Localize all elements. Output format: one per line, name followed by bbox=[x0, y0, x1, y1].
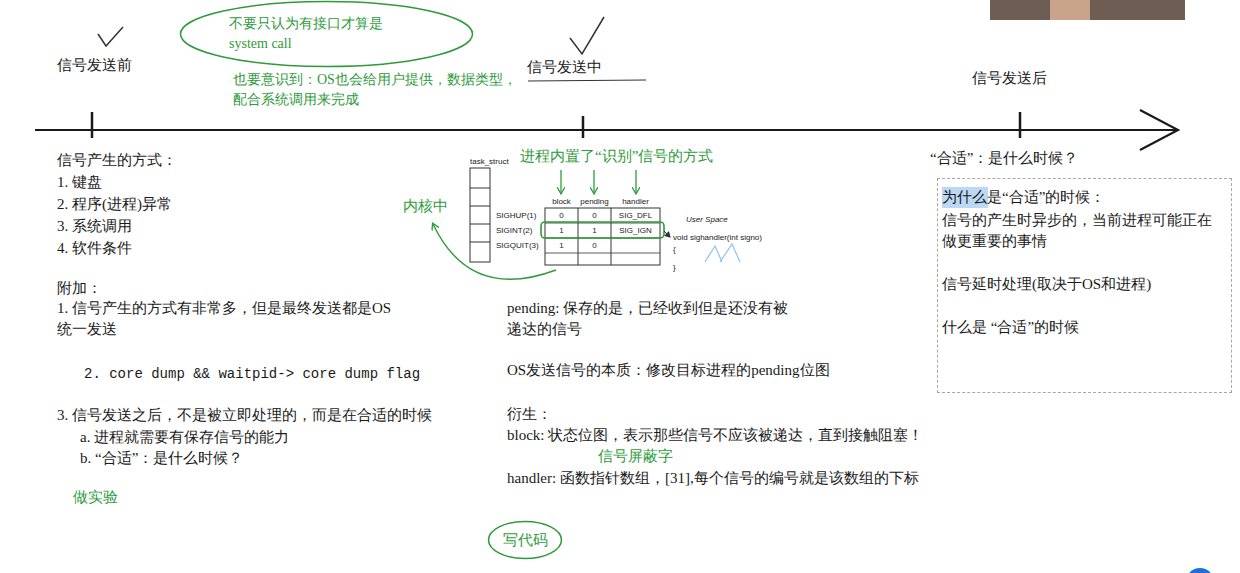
table-line bbox=[470, 224, 490, 225]
table-text: task_struct bbox=[470, 156, 509, 167]
timeline-axis bbox=[35, 129, 1176, 131]
table-line bbox=[470, 206, 490, 207]
note-text: 3. 信号发送之后，不是被立即处理的，而是在合适的时候 bbox=[57, 405, 432, 426]
node-text: 不要只认为有接口才算是 system call bbox=[229, 14, 425, 54]
phase-label: 信号发送前 bbox=[57, 55, 132, 76]
note-text: OS发送信号的本质：修改目标进程的pending位图 bbox=[507, 360, 830, 381]
corner-button bbox=[1186, 568, 1214, 573]
table-text: 1 bbox=[578, 225, 611, 236]
webcam-overlay bbox=[990, 0, 1185, 20]
note-text: b. “合适”：是什么时候？ bbox=[80, 448, 243, 469]
table-text: SIG_DFL bbox=[611, 210, 660, 221]
note-text: 3. 系统调用 bbox=[57, 216, 132, 237]
table-line bbox=[578, 208, 579, 265]
note-text: 2. core dump && waitpid-> core dump flag bbox=[84, 364, 420, 384]
ellipse-outline bbox=[179, 0, 474, 68]
webcam-face bbox=[1050, 0, 1090, 20]
table-text: pending bbox=[578, 196, 611, 207]
note-text: a. 进程就需要有保存信号的能力 bbox=[80, 427, 289, 448]
table-text: SIGQUIT(3) bbox=[496, 240, 539, 251]
note-text: 1. 信号产生的方式有非常多，但是最终发送都是OS统一发送 bbox=[57, 298, 405, 340]
ellipse-outline bbox=[489, 522, 562, 559]
table-text: block bbox=[545, 196, 578, 207]
task-struct-box bbox=[470, 168, 490, 262]
table-text: 0 bbox=[578, 210, 611, 221]
check-mark bbox=[570, 17, 604, 54]
phase-label: 信号发送中 bbox=[527, 57, 602, 78]
table-text: handler bbox=[611, 196, 660, 207]
note-text: 信号产生的方式： bbox=[57, 150, 177, 171]
table-line bbox=[545, 253, 660, 254]
note-text: “合适”：是什么时候？ bbox=[930, 148, 1078, 169]
row-highlight bbox=[541, 222, 664, 238]
phase-label: 信号发送后 bbox=[972, 68, 1047, 89]
table-text: { bbox=[673, 244, 676, 255]
text-highlight bbox=[942, 187, 988, 208]
node-text: 信号的产生时异步的，当前进程可能正在做更重要的事情 bbox=[942, 210, 1221, 252]
ellipse-note: 写代码 bbox=[487, 520, 563, 560]
pointer-arrow bbox=[560, 170, 561, 193]
timeline-tick bbox=[91, 112, 94, 138]
node-text: 什么是 “合适”的时候 bbox=[942, 317, 1221, 338]
table-text: 0 bbox=[545, 210, 578, 221]
dashed-note-box: 为什么是“合适”的时候：信号的产生时异步的，当前进程可能正在做更重要的事情信号延… bbox=[937, 178, 1232, 393]
note-text: 附加： bbox=[57, 278, 102, 299]
note-text: 做实验 bbox=[73, 487, 118, 508]
note-text: 1. 键盘 bbox=[57, 172, 102, 193]
signal-table bbox=[545, 208, 660, 265]
ellipse-outline bbox=[181, 2, 473, 67]
table-line bbox=[470, 188, 490, 189]
note-text: block: 状态位图，表示那些信号不应该被递达，直到接触阻塞！ bbox=[507, 425, 925, 446]
node-text: 信号延时处理(取决于OS和进程) bbox=[942, 274, 1221, 295]
timeline-tick bbox=[582, 116, 585, 138]
note-text: 进程内置了“识别”信号的方式 bbox=[520, 146, 713, 167]
check-mark bbox=[98, 27, 123, 46]
table-text: 1 bbox=[545, 225, 578, 236]
note-text: 也要意识到：OS也会给用户提供，数据类型，配合系统调用来完成 bbox=[233, 70, 517, 110]
pointer-arrow bbox=[635, 170, 636, 193]
underline bbox=[528, 80, 646, 81]
timeline-arrowhead bbox=[1140, 110, 1178, 150]
table-text: 0 bbox=[578, 240, 611, 251]
sketch-mark bbox=[705, 244, 740, 262]
timeline-tick bbox=[1019, 112, 1022, 138]
table-line bbox=[611, 208, 612, 265]
note-text: 衍生： bbox=[507, 404, 552, 425]
note-text: 信号屏蔽字 bbox=[598, 446, 673, 467]
kernel-arrow bbox=[433, 224, 556, 279]
table-text: SIGINT(2) bbox=[496, 225, 532, 236]
note-text: handler: 函数指针数组，[31],每个信号的编号就是该数组的下标 bbox=[507, 468, 971, 489]
table-text: User Space bbox=[686, 214, 728, 225]
table-text: void sighandler(int signo) bbox=[673, 232, 762, 243]
table-text: 1 bbox=[545, 240, 578, 251]
node-text: 写代码 bbox=[503, 530, 548, 551]
note-text: 4. 软件条件 bbox=[57, 238, 132, 259]
note-text: pending: 保存的是，已经收到但是还没有被递达的信号 bbox=[507, 298, 799, 340]
table-text: SIGHUP(1) bbox=[496, 210, 536, 221]
ellipse-note: 不要只认为有接口才算是 system call bbox=[179, 0, 474, 68]
node-text: 为什么是“合适”的时候： bbox=[942, 187, 1221, 208]
note-text: 内核中 bbox=[403, 196, 448, 217]
table-line bbox=[470, 242, 490, 243]
table-text: } bbox=[673, 262, 676, 273]
handler-arrow bbox=[664, 231, 670, 237]
table-text: SIG_IGN bbox=[611, 225, 660, 236]
pointer-arrow bbox=[593, 170, 594, 193]
note-text: 2. 程序(进程)异常 bbox=[57, 194, 172, 215]
